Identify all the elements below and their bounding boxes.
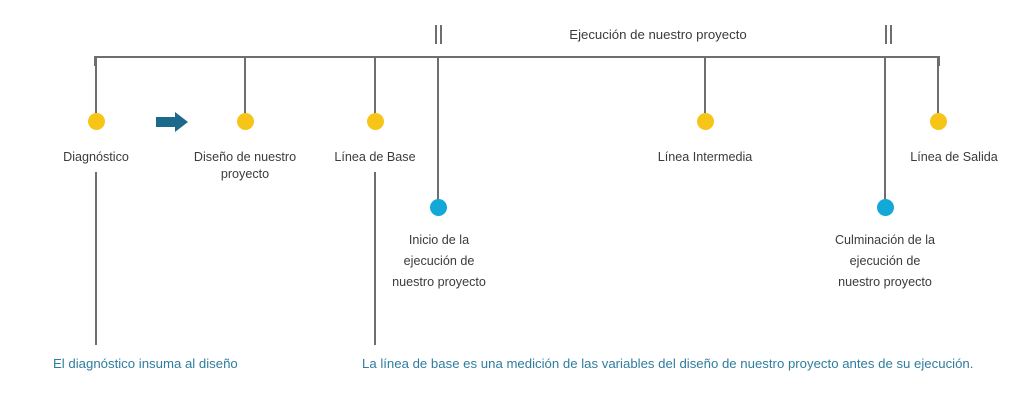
stem-diseno	[244, 57, 246, 119]
stem-culminacion-ejecucion	[884, 57, 886, 205]
note-diagnostico: El diagnóstico insuma al diseño	[53, 356, 238, 371]
stem-linea-salida	[937, 57, 939, 119]
timeline-bar	[94, 56, 940, 58]
sub-milestone-label-inicio-ejecucion: Inicio de la ejecución de nuestro proyec…	[392, 233, 486, 289]
milestone-dot-linea-base[interactable]	[367, 113, 384, 130]
milestone-label-linea-salida: Línea de Salida	[910, 150, 998, 164]
sub-milestone-dot-culminacion-ejecucion[interactable]	[877, 199, 894, 216]
break-marker-end	[883, 25, 897, 45]
sub-milestone-dot-inicio-ejecucion[interactable]	[430, 199, 447, 216]
milestone-dot-linea-salida[interactable]	[930, 113, 947, 130]
break-marker-start	[433, 25, 447, 45]
break-marker-start-bar-1	[435, 25, 437, 44]
note-connector-diagnostico	[95, 172, 97, 345]
phase-title-ejecucion: Ejecución de nuestro proyecto	[569, 27, 747, 42]
stem-inicio-ejecucion	[437, 57, 439, 205]
milestone-label-linea-intermedia: Línea Intermedia	[657, 150, 753, 164]
milestone-dot-linea-intermedia[interactable]	[697, 113, 714, 130]
milestone-label-linea-base: Línea de Base	[334, 150, 416, 164]
note-connector-linea-base	[374, 172, 376, 345]
milestone-dot-diseno[interactable]	[237, 113, 254, 130]
stem-diagnostico	[95, 57, 97, 119]
break-marker-end-bar-1	[885, 25, 887, 44]
milestone-label-diseno: Diseño de nuestro proyecto	[193, 150, 297, 181]
stem-linea-intermedia	[704, 57, 706, 119]
arrow-right-icon	[155, 110, 191, 134]
break-marker-end-bar-2	[890, 25, 892, 44]
stem-linea-base	[374, 57, 376, 119]
sub-milestone-label-culminacion-ejecucion: Culminación de la ejecución de nuestro p…	[834, 233, 936, 289]
timeline-right-endcap	[938, 56, 940, 66]
note-linea-base: La línea de base es una medición de las …	[362, 356, 974, 371]
milestone-label-diagnostico: Diagnóstico	[63, 150, 129, 164]
break-marker-start-bar-2	[440, 25, 442, 44]
milestone-dot-diagnostico[interactable]	[88, 113, 105, 130]
